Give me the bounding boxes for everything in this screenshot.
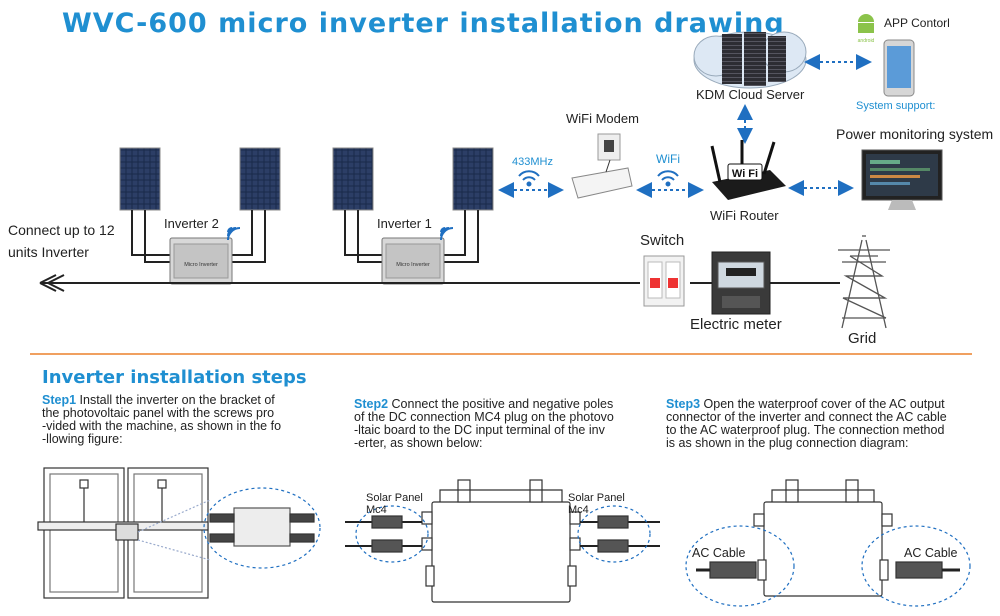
step2-mc4-left: Mc4 [366,504,387,516]
connect-up-line2: units Inverter [8,244,89,260]
step2-solar-panel-left: Solar Panel [366,492,423,504]
solar-panel-1 [119,147,161,211]
inverter-2-face-label: Micro Inverter [184,262,218,268]
wifi-modem-label: WiFi Modem [566,111,639,126]
switch-label: Switch [640,232,685,249]
electric-meter-device [711,251,771,315]
android-label: android [858,38,875,44]
wifi-router-label: WiFi Router [710,208,779,223]
step3-drawing [685,479,971,607]
step2-mc4-right: Mc4 [568,504,589,516]
step2-text: Step2 Connect the positive and negative … [354,398,664,450]
step2-line4: -erter, as shown below: [354,436,483,450]
step3-label: Step3 [666,397,701,411]
step3-line4: is as shown in the plug connection diagr… [666,436,909,450]
step1-drawing [37,467,321,599]
step1-line3: -vided with the machine, as shown in the… [42,419,282,433]
step3-line3: to the AC waterproof plug. The connectio… [666,423,945,437]
wifi-modem-device [571,133,633,199]
page-title: WVC-600 micro inverter installation draw… [62,8,785,39]
solar-panel-3 [332,147,374,211]
step2-line3: -ltaic board to the DC input terminal of… [354,423,605,437]
section-title: Inverter installation steps [42,367,307,388]
monitor-icon [861,149,943,210]
cloud-server-icon [693,31,807,89]
electric-meter-label: Electric meter [690,316,782,333]
android-icon: android [858,14,875,44]
grid-label: Grid [848,330,877,347]
switch-device [643,255,685,307]
power-monitoring-label: Power monitoring system [836,126,994,142]
inverter-1-label: Inverter 1 [377,216,432,231]
section-divider [30,353,972,355]
inverter-2-signal-icon [227,227,241,241]
inverter-1-signal-icon [440,227,454,241]
step3-ac-cable-right: AC Cable [904,546,958,560]
solar-panel-2 [239,147,281,211]
smartphone-icon [883,39,915,97]
inverter-2-device: Micro Inverter [169,237,233,285]
solar-panel-4 [452,147,494,211]
link-wifi-icons [518,170,679,187]
wifi-router-device: Wi Fi [710,140,786,200]
dc-cables [131,210,479,263]
inverter-1-face-label: Micro Inverter [396,262,430,268]
step2-line1: Connect the positive and negative poles [391,397,614,411]
step3-line2: connector of the inverter and connect th… [666,410,947,424]
comm-links [498,54,872,198]
inverter-1-device: Micro Inverter [381,237,445,285]
grid-tower-icon [838,235,890,329]
inverter-2-label: Inverter 2 [164,216,219,231]
step3-text: Step3 Open the waterproof cover of the A… [666,398,998,450]
step3-line1: Open the waterproof cover of the AC outp… [703,397,945,411]
connect-up-line1: Connect up to 12 [8,222,115,238]
step1-line4: -llowing figure: [42,432,123,446]
step2-solar-panel-right: Solar Panel [568,492,625,504]
step1-line2: the photovoltaic panel with the screws p… [42,406,275,420]
step1-line1: Install the inverter on the bracket of [79,393,275,407]
ac-trunk-line [39,274,840,292]
app-control-label: APP Contorl [884,16,950,30]
step1-label: Step1 [42,393,77,407]
router-badge: Wi Fi [732,168,758,180]
step1-text: Step1 Install the inverter on the bracke… [42,394,332,446]
cloud-server-label: KDM Cloud Server [696,87,805,102]
step2-line2: of the DC connection MC4 plug on the pho… [354,410,614,424]
wifi-link-label: WiFi [656,152,680,166]
system-support-label: System support: [856,100,936,112]
step3-ac-cable-left: AC Cable [692,546,746,560]
step2-drawing [345,479,660,603]
433mhz-label: 433MHz [512,156,553,168]
step2-label: Step2 [354,397,389,411]
